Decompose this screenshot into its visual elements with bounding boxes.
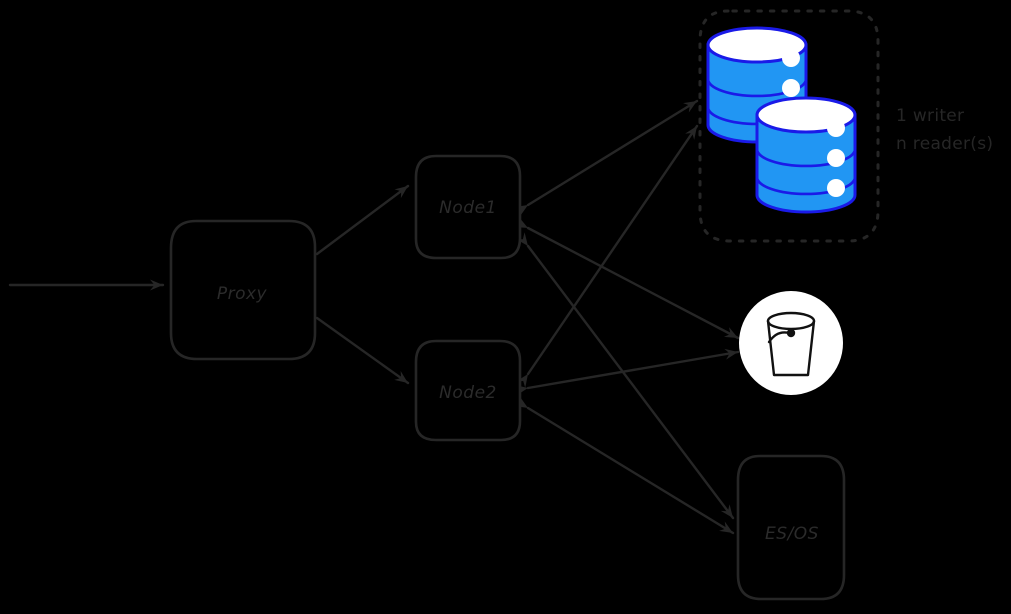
esos-box-shape [736, 454, 846, 601]
proxy-label: Proxy [217, 284, 268, 304]
edge-proxy-to-node1 [315, 184, 410, 256]
proxy-node[interactable]: Proxy [169, 219, 317, 361]
reader-db-rib-2 [755, 176, 857, 196]
edge-layer [8, 99, 740, 535]
writer-db-rib-1 [706, 78, 808, 98]
bucket-handle-knob [786, 328, 796, 338]
reader-db-indicator-2 [827, 149, 845, 167]
esos-label: ES/OS [765, 524, 819, 544]
node2-box-shape [414, 339, 522, 442]
database-annotation-line-2: n reader(s) [896, 134, 993, 154]
node1-box-shape [414, 154, 522, 260]
writer-db-indicator-2 [782, 79, 800, 97]
writer-db-top [706, 26, 808, 64]
esos-node[interactable]: ES/OS [736, 454, 846, 601]
database-annotation: 1 writer n reader(s) [896, 106, 993, 154]
reader-database-cylinder[interactable] [755, 96, 857, 214]
edge-proxy-to-node2 [315, 316, 410, 385]
bucket-body [766, 319, 816, 377]
bucket-circle-background [739, 291, 843, 395]
proxy-box-shape [169, 219, 317, 361]
storage-bucket[interactable] [739, 291, 843, 395]
edge-node2-esos [514, 396, 735, 535]
database-cluster[interactable] [698, 9, 880, 243]
reader-db-indicator-1 [827, 119, 845, 137]
node1-node[interactable]: Node1 [414, 154, 522, 260]
node1-label: Node1 [439, 198, 497, 218]
database-annotation-line-1: 1 writer [896, 106, 964, 126]
node2-node[interactable]: Node2 [414, 339, 522, 442]
reader-db-rib-1 [755, 148, 857, 168]
node2-label: Node2 [439, 383, 497, 403]
bucket-icon [766, 311, 816, 377]
reader-db-indicator-3 [827, 179, 845, 197]
writer-db-indicator-1 [782, 49, 800, 67]
